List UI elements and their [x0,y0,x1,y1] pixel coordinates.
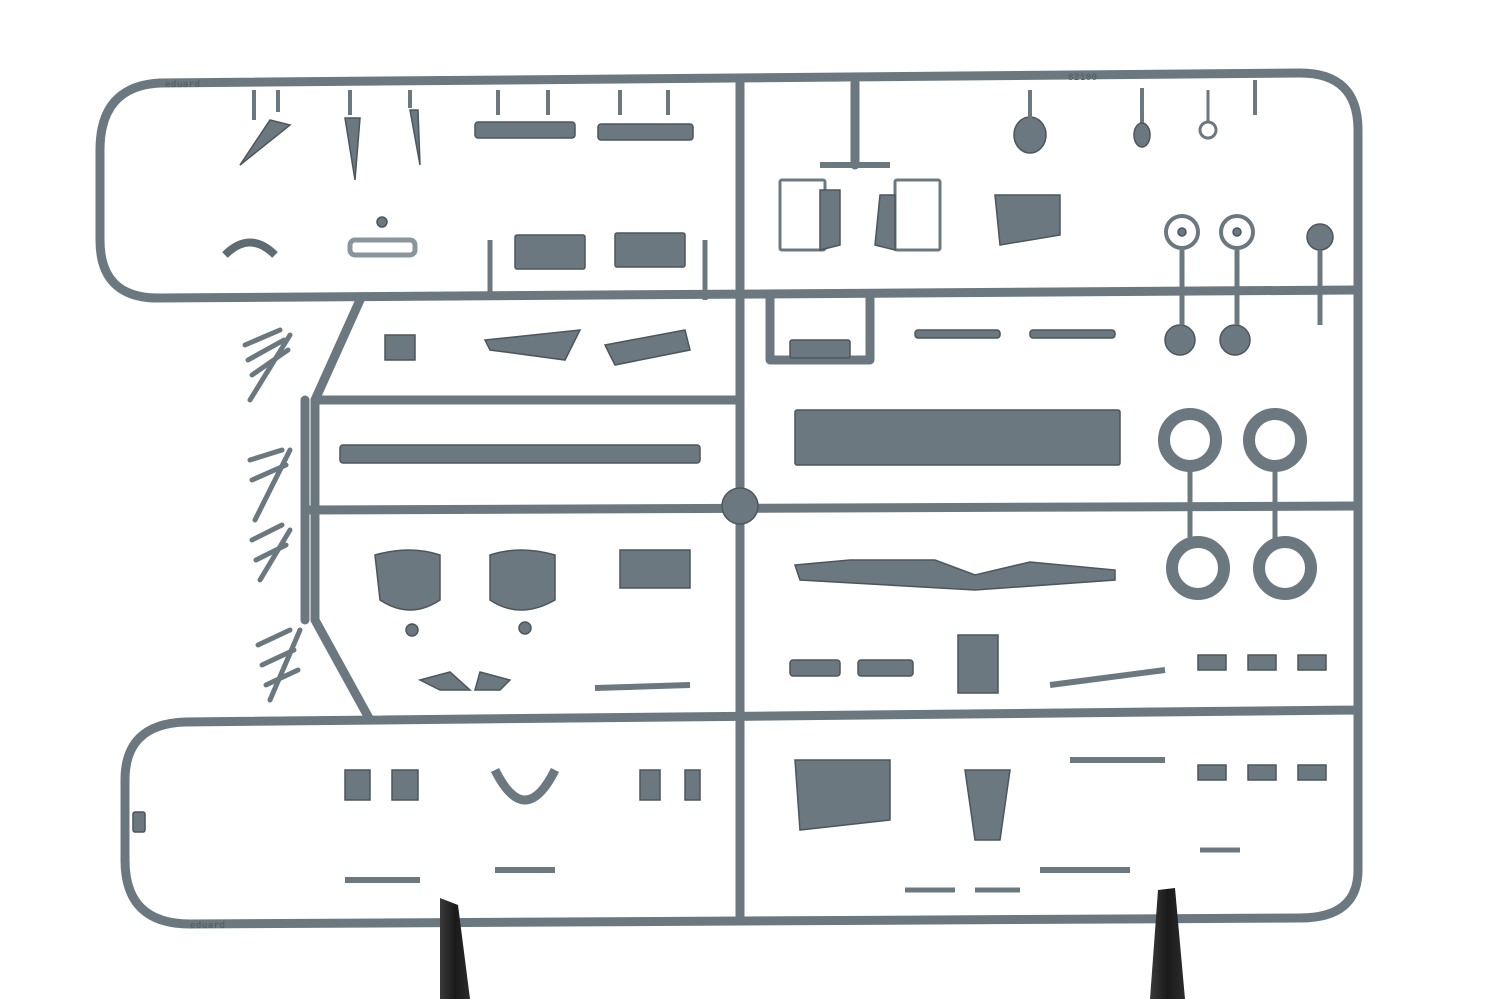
right-clamp [1150,888,1185,999]
comb-parts [242,327,303,703]
top-right-parts [778,80,1334,359]
center-right-parts [793,408,1317,600]
sprue-frame [95,68,1363,929]
top-left-parts [222,90,708,300]
center-left-parts [339,329,759,637]
bottom-right-parts [789,634,1327,893]
brand-marking-top: eduard [165,80,201,90]
left-clamp [440,898,470,999]
bottom-left-parts [132,671,701,883]
brand-marking-bottom: eduard [190,921,226,931]
part-number-marking: 82100 [1068,73,1098,83]
sprue-markings: eduard 82100 eduard [165,73,1098,931]
stand-clamps [440,888,1185,999]
